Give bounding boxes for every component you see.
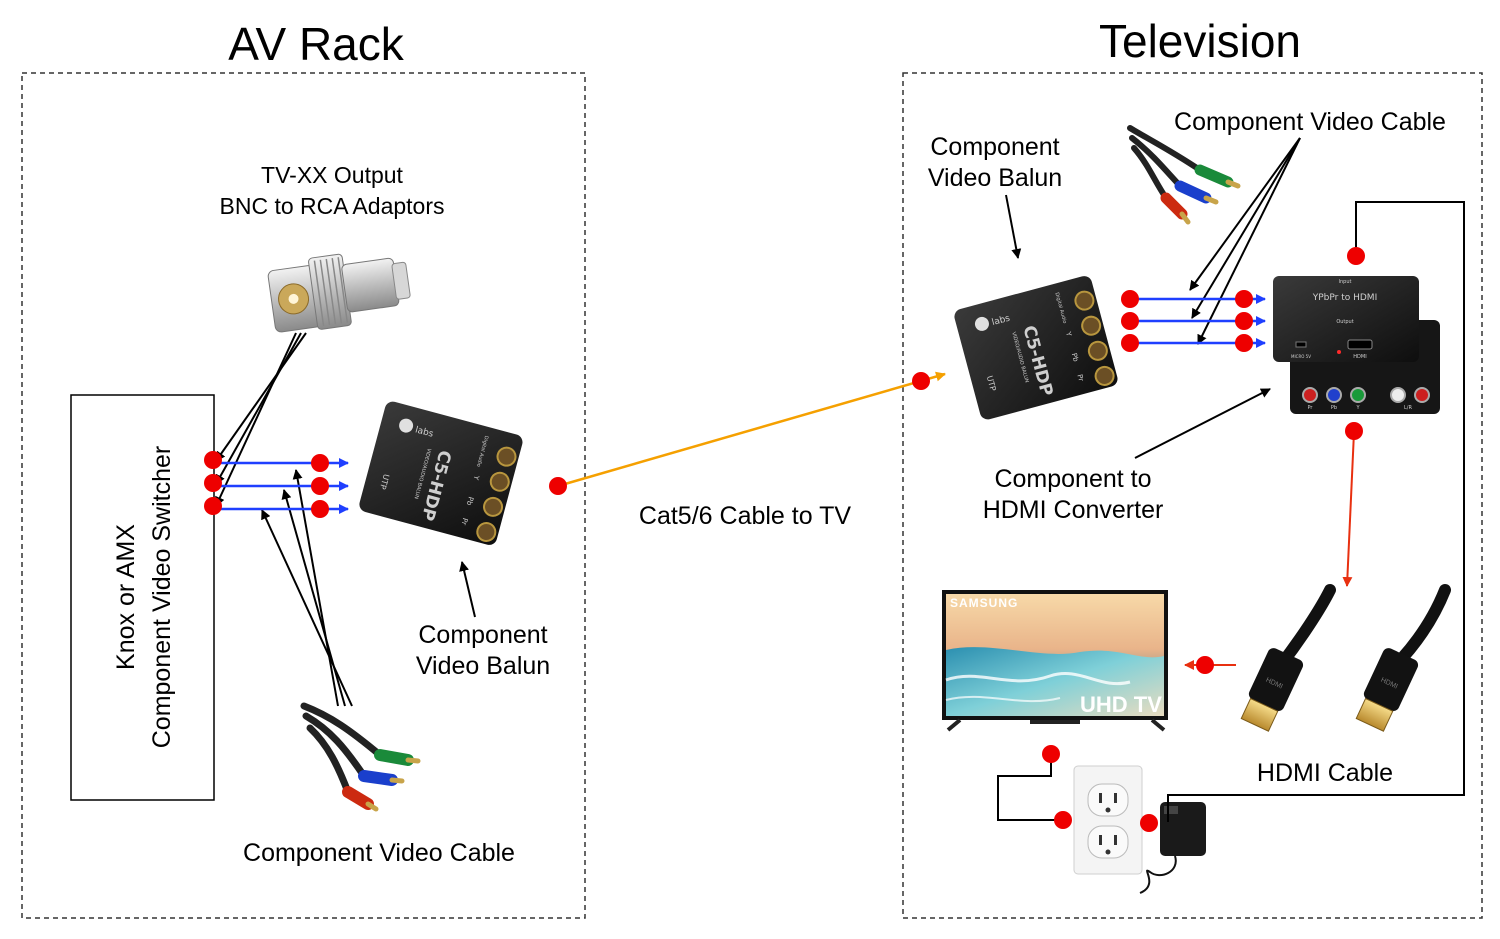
component-to-hdmi-converter: YPbPr to HDMI Input Output HDMI MICRO 5V… <box>1273 276 1440 414</box>
connector-dot <box>311 454 329 472</box>
converter-port-pr: Pr <box>1308 405 1314 411</box>
av-rack-title: AV Rack <box>228 18 405 70</box>
converter-port-lr: L/R <box>1404 405 1412 411</box>
connector-dot <box>1345 422 1363 440</box>
tv-badge: UHD TV <box>1080 692 1162 717</box>
connector-dot <box>1042 745 1060 763</box>
right-routing-lines <box>997 201 1465 822</box>
connector-dot <box>204 497 222 515</box>
converter-port-y: Y <box>1355 405 1360 411</box>
switcher-label-line2: Component Video Switcher <box>148 446 176 749</box>
component-cable-image-right <box>1127 125 1241 225</box>
connector-dot <box>1196 656 1214 674</box>
left-balun-label-line2: Video Balun <box>416 652 550 680</box>
balun-right-port-pr: Pr <box>1075 373 1085 382</box>
connector-dot <box>549 477 567 495</box>
right-balun-label-line1: Component <box>930 133 1059 161</box>
television-title: Television <box>1099 15 1301 67</box>
cat-cable-label: Cat5/6 Cable to TV <box>639 502 851 530</box>
hdmi-cable-image: HDMI HDMI <box>1240 584 1451 732</box>
balun-left-port-y: Y <box>471 474 480 482</box>
right-balun-label-line2: Video Balun <box>928 164 1062 192</box>
connector-dot <box>1235 312 1253 330</box>
converter-title: YPbPr to HDMI <box>1312 293 1377 303</box>
connector-dot <box>1054 811 1072 829</box>
samsung-tv-image: SAMSUNG UHD TV <box>942 590 1168 732</box>
left-cable-label: Component Video Cable <box>243 839 515 867</box>
converter-label-line2: HDMI Converter <box>983 496 1164 524</box>
right-pointer-arrows <box>1005 137 1301 459</box>
balun-left-port-pb: Pb <box>465 496 475 507</box>
connector-dot <box>1235 290 1253 308</box>
connector-dot <box>1121 312 1139 330</box>
connector-dot <box>311 500 329 518</box>
right-cable-label: Component Video Cable <box>1174 108 1446 136</box>
component-video-balun-left: labs C5-HDP VIDEO/AUDIO BALUN UTP Y Pb P… <box>359 401 523 545</box>
connector-dot <box>1235 334 1253 352</box>
bnc-label-line2: BNC to RCA Adaptors <box>220 193 445 219</box>
av-rack-frame <box>21 72 586 919</box>
converter-output-label: Output <box>1336 319 1353 325</box>
balun-right-port-pb: Pb <box>1070 352 1080 363</box>
balun-left-port-pr: Pr <box>459 517 469 526</box>
balun-left-brand: labs <box>414 425 435 440</box>
component-video-switcher <box>70 394 215 801</box>
wall-outlet-image <box>1073 765 1143 875</box>
connector-dot <box>311 477 329 495</box>
switcher-label-line1: Knox or AMX <box>112 524 140 670</box>
tv-brand: SAMSUNG <box>950 596 1018 610</box>
converter-hdmi-label: HDMI <box>1353 354 1366 360</box>
balun-left-utp: UTP <box>378 473 391 491</box>
balun-right-utp: UTP <box>985 375 998 393</box>
converter-port-pb: Pb <box>1331 405 1337 411</box>
television-frame <box>902 72 1483 919</box>
balun-right-brand: labs <box>991 314 1012 329</box>
hdmi-link-arrows <box>1184 431 1355 670</box>
connector-dot <box>204 474 222 492</box>
connector-dots <box>204 247 1365 832</box>
bnc-to-rca-adaptor-image <box>267 253 411 333</box>
connector-dot <box>912 372 930 390</box>
component-video-balun-right: labs C5-HDP VIDEO/AUDIO BALUN UTP Y Pb P… <box>954 276 1118 420</box>
converter-label-line1: Component to <box>994 465 1151 493</box>
balun-right-port-y: Y <box>1064 330 1073 338</box>
connector-dot <box>1121 290 1139 308</box>
component-cable-image-left <box>300 702 421 812</box>
connector-dot <box>204 451 222 469</box>
cat-cable-line <box>557 371 946 488</box>
bnc-label-line1: TV-XX Output <box>261 162 404 188</box>
left-balun-label-line1: Component <box>418 621 547 649</box>
power-adapter-image <box>1139 802 1206 894</box>
converter-input-label: Input <box>1339 279 1352 285</box>
connector-dot <box>1121 334 1139 352</box>
connector-dot <box>1140 814 1158 832</box>
converter-power-label: MICRO 5V <box>1291 354 1311 359</box>
hdmi-cable-label: HDMI Cable <box>1257 759 1393 787</box>
connector-dot <box>1347 247 1365 265</box>
